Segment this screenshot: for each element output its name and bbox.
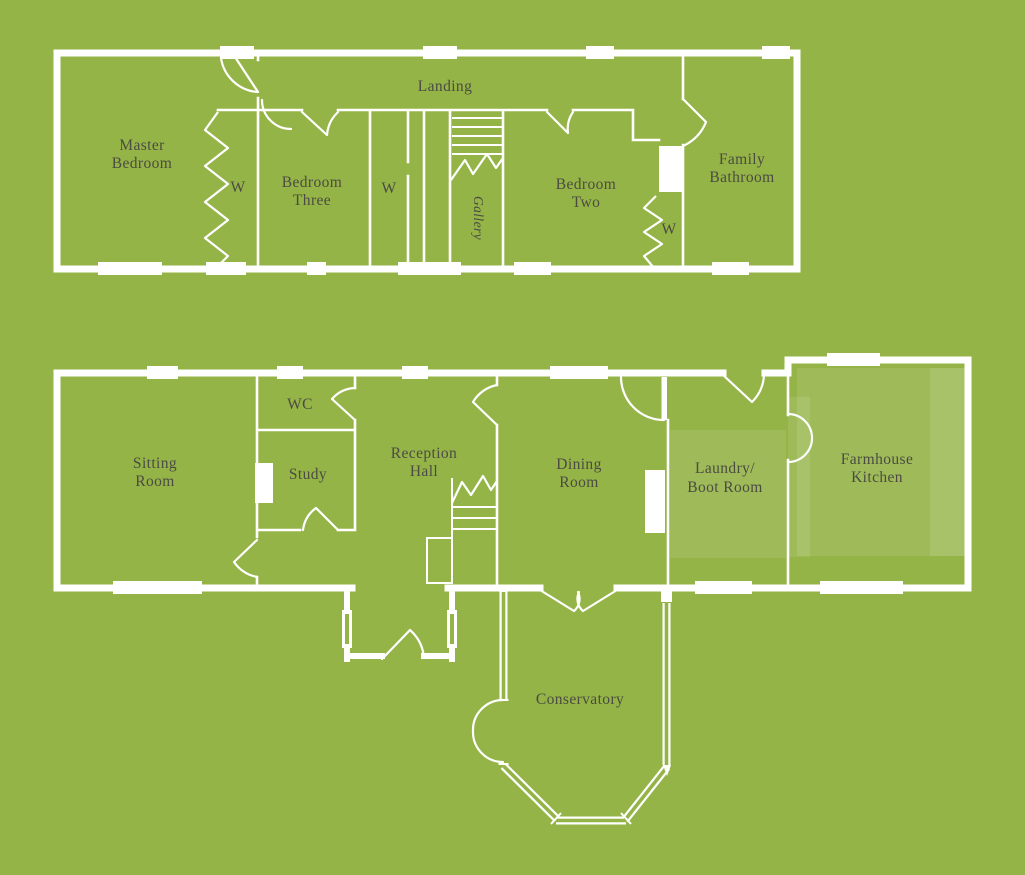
door-reception-dining [471,383,499,427]
label-wardrobe-w: W [661,221,676,238]
window-symbol [402,366,428,379]
entrance-porch [342,585,457,662]
conservatory-wall-stub [661,586,672,602]
label-bedroom-three: Bedroom [282,174,343,191]
label-farmhouse-kitchen: Farmhouse [841,451,913,468]
door-wc [330,386,357,422]
window-symbol [762,46,790,59]
label-family-bathroom: Family [719,151,765,168]
label-gallery: Gallery [471,196,486,240]
door-back [721,373,766,404]
ground-floor-plan: Sitting Room WC Study Reception Hall Din… [53,353,972,825]
chimney-breast-bathroom [659,146,683,192]
window-symbol [820,581,903,594]
window-glass [345,614,349,644]
first-floor-plan: Landing Master Bedroom W Bedroom Three W… [53,46,801,275]
window-symbol [147,366,178,379]
label-conservatory: Conservatory [536,691,624,708]
window-symbol [113,581,202,594]
label-wardrobe-w: W [230,179,245,196]
wardrobe-zigzag-master [203,111,230,269]
door-sitting-room [232,538,259,579]
label-dining-room: Room [559,474,599,491]
door-landing-arc [260,98,293,131]
floor-highlight [930,368,965,556]
label-landing: Landing [418,78,472,95]
label-sitting-room: Room [135,473,175,490]
floor-highlight [797,368,965,556]
window-symbol [423,46,457,59]
stairs-break-line [450,152,504,181]
window-symbol [514,262,551,275]
wardrobe-zigzag-bedroom-two [642,195,664,269]
label-study: Study [289,466,327,483]
window-glass [450,614,454,644]
window-symbol [307,262,326,275]
label-laundry-boot-room: Boot Room [687,479,763,496]
label-farmhouse-kitchen: Kitchen [851,469,903,486]
label-laundry-boot-room: Laundry/ [695,460,755,477]
label-reception-hall: Reception [391,445,457,462]
door-dining-laundry [619,375,666,422]
stairs-up-treads [452,117,502,155]
label-master-bedroom: Bedroom [112,155,173,172]
door-leaf-laundry [661,377,667,420]
window-symbol [827,353,880,366]
floor-highlight [670,430,786,558]
label-master-bedroom: Master [119,137,165,154]
label-bedroom-three: Three [293,192,331,209]
door-master-bedroom [219,55,260,94]
window-symbol [586,46,614,59]
door-front-entrance [380,628,426,661]
label-bedroom-two: Bedroom [556,176,617,193]
window-symbol [712,262,749,275]
label-family-bathroom: Bathroom [709,169,774,186]
door-french-conservatory [471,698,505,764]
door-study [301,506,340,532]
label-reception-hall: Hall [410,463,438,480]
window-symbol [550,366,608,379]
floor-highlight [788,397,810,557]
window-symbol [206,262,246,275]
label-sitting-room: Sitting [133,455,177,472]
window-symbol [277,366,303,379]
window-symbol [98,262,162,275]
conservatory-glazed-walls-inner [501,592,669,823]
chimney-breast-dining [645,470,665,533]
door-double-conservatory [538,588,619,613]
door-bedroom-three [300,110,340,137]
door-bedroom-two [545,110,575,135]
first-floor-inner-walls [216,51,685,271]
window-direction-arrow [663,765,671,776]
stairs-break-line [451,474,498,504]
door-family-bathroom [681,97,708,148]
window-symbol [220,46,254,59]
stairs-down-treads [452,506,497,530]
conservatory-wall-caps [498,699,632,825]
window-symbol [695,581,752,594]
label-dining-room: Dining [556,456,601,473]
label-bedroom-two: Two [572,194,601,211]
conservatory-bay [471,586,672,825]
window-symbol [398,262,461,275]
label-wardrobe-w: W [381,180,396,197]
label-wc: WC [287,396,313,413]
chimney-breast-study [255,463,273,503]
understairs-cupboard [426,537,453,584]
door-laundry-kitchen [786,412,814,464]
porch-walls [344,585,455,662]
